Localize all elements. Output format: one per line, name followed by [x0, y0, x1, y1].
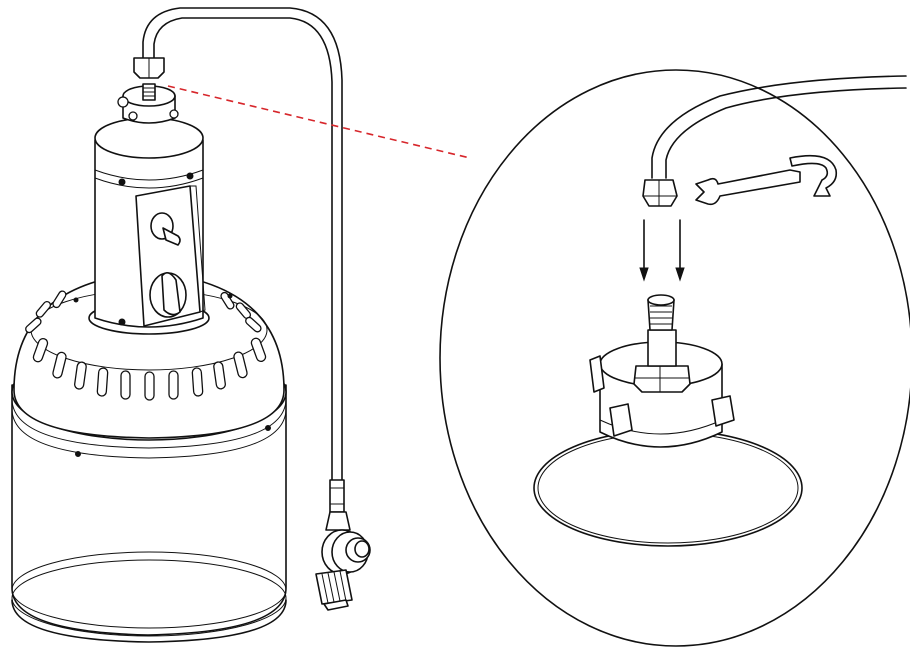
heater-body: [11, 271, 287, 643]
gas-hose: [133, 7, 343, 481]
inlet-fitting: [533, 294, 803, 547]
down-arrow-icon: [639, 219, 685, 282]
detail-callout: [439, 69, 910, 647]
rotate-arrow-icon: [789, 154, 838, 197]
control-head: [88, 83, 210, 335]
leader-line: [167, 85, 471, 159]
pressure-regulator: [315, 479, 371, 611]
vent-slots: [25, 290, 267, 401]
hose-nut: [642, 179, 678, 207]
wrench-icon: [695, 169, 801, 206]
hose-nut-top: [133, 57, 165, 79]
